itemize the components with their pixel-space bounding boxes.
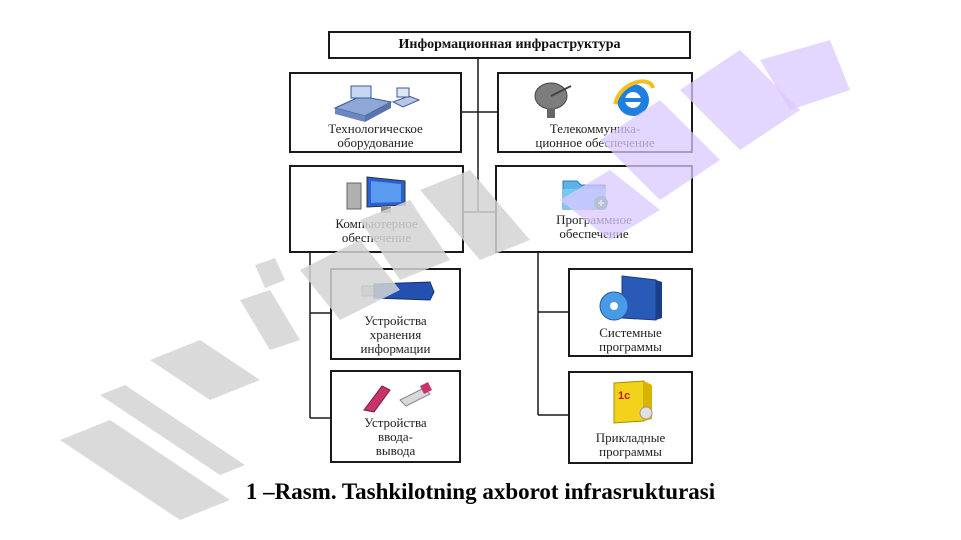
node-io: Устройства ввода- вывода	[330, 370, 461, 463]
node-io-label: Устройства ввода- вывода	[364, 415, 427, 458]
node-software: Программное обеспечение	[495, 165, 693, 253]
node-computer-label: Компьютерное обеспечение	[335, 216, 418, 245]
folder-icon	[562, 180, 608, 210]
node-system-label: Системные программы	[599, 325, 662, 354]
1c-software-box-icon: 1c	[613, 380, 653, 424]
root-node: Информационная инфраструктура	[328, 31, 691, 59]
svg-text:1c: 1c	[618, 390, 630, 402]
node-telecom: Телекоммуника- ционное обеспечение	[497, 72, 693, 153]
node-storage: Устройства хранения информации	[330, 268, 461, 360]
barcode-scanner-icon	[363, 382, 432, 413]
node-tech-equipment: Технологическое оборудование	[289, 72, 462, 153]
satellite-dish-icon	[534, 82, 572, 118]
software-box-icon	[599, 275, 662, 321]
node-applied-programs: 1c Прикладные программы	[568, 371, 693, 464]
node-software-label: Программное обеспечение	[556, 212, 632, 241]
node-storage-label: Устройства хранения информации	[360, 313, 431, 356]
internet-explorer-icon	[613, 79, 655, 116]
node-tech-label: Технологическое оборудование	[328, 121, 423, 150]
node-system-programs: Системные программы	[568, 268, 693, 357]
usb-flash-drive-icon	[361, 281, 435, 301]
figure-caption: 1 –Rasm. Tashkilotning axborot infrasruk…	[245, 479, 716, 504]
cash-register-icon	[333, 85, 421, 122]
node-computer: Компьютерное обеспечение	[289, 165, 464, 253]
computer-monitor-icon	[346, 176, 406, 213]
node-applied-label: Прикладные программы	[595, 430, 666, 459]
node-telecom-label: Телекоммуника- ционное обеспечение	[535, 121, 655, 150]
